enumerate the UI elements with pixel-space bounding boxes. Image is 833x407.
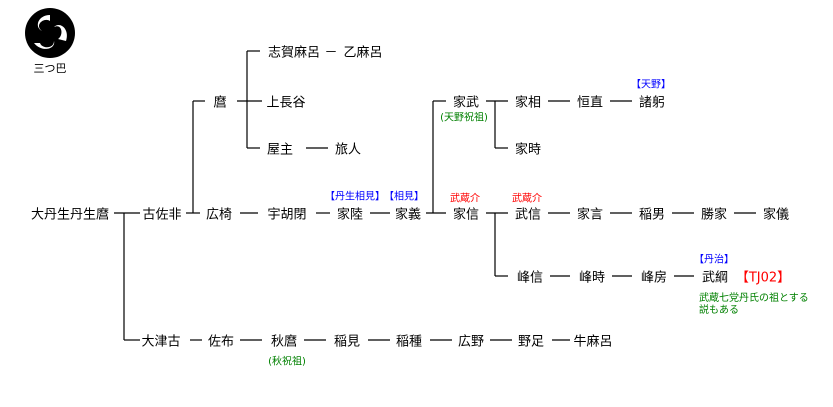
person-iegi2: 家儀 [762, 207, 790, 223]
person-takenobu: 武信 [514, 207, 542, 223]
person-minenobu: 峰信 [516, 270, 544, 286]
annotation-musashinosuke-1: 武蔵介 [450, 193, 480, 205]
person-inetane: 稲種 [395, 334, 423, 350]
person-minefusa: 峰房 [640, 270, 668, 286]
person-ineo: 稲男 [638, 207, 666, 223]
crest-mitsudomoe-icon [25, 8, 75, 58]
annotation-aimi: 【相見】 [384, 191, 424, 203]
person-inami: 稲見 [333, 334, 361, 350]
annotation-aki-hafuri: (秋祝祖) [268, 356, 306, 368]
person-otomaro: 乙麻呂 [343, 45, 383, 61]
annotation-note: 武蔵七党丹氏の祖とする 説もある [699, 293, 809, 317]
person-ieriku: 家陸 [336, 207, 364, 223]
person-ietoki: 家時 [514, 142, 542, 158]
crest-label: 三つ巴 [33, 62, 67, 75]
person-ushimaro: 牛麻呂 [573, 334, 613, 350]
dash: － [324, 45, 338, 61]
person-ukohe: 宇胡閉 [267, 207, 307, 223]
person-yanushi: 屋主 [266, 142, 294, 158]
person-minetoki: 峰時 [578, 270, 606, 286]
annotation-tj02: 【TJ02】 [735, 270, 791, 286]
person-ootsuko: 大津古 [141, 334, 181, 350]
person-katsuie: 勝家 [700, 207, 728, 223]
person-shigamaro: 志賀麻呂 [267, 45, 321, 61]
person-kosahi: 古佐非 [142, 207, 182, 223]
person-iegi: 家義 [394, 207, 422, 223]
person-iesuke: 家相 [514, 95, 542, 111]
annotation-amano: 【天野】 [631, 79, 671, 91]
annotation-musashinosuke-2: 武蔵介 [512, 193, 542, 205]
person-safu: 佐布 [207, 334, 235, 350]
annotation-niu-aimi: 【丹生相見】 [325, 191, 385, 203]
person-iekoto: 家言 [576, 207, 604, 223]
note-line-2: 説もある [699, 305, 739, 316]
person-ienobu: 家信 [452, 207, 480, 223]
person-tsunenao: 恒直 [576, 95, 604, 111]
person-maro: 麿 [213, 95, 227, 111]
person-ooniu: 大丹生丹生麿 [30, 207, 110, 223]
annotation-tanji: 【丹治】 [694, 254, 734, 266]
person-ietake: 家武 [452, 95, 480, 111]
person-notari: 野足 [517, 334, 545, 350]
person-akimaro: 秋麿 [270, 334, 298, 350]
person-taketsuna: 武綱 [701, 270, 729, 286]
person-moromi: 諸躬 [638, 95, 666, 111]
person-hiroki: 広椅 [205, 207, 233, 223]
person-hirono: 広野 [457, 334, 485, 350]
person-kaminagatani: 上長谷 [266, 95, 306, 111]
person-tabito: 旅人 [334, 142, 362, 158]
note-line-1: 武蔵七党丹氏の祖とする [699, 293, 809, 304]
annotation-amano-hafuri: (天野祝祖) [440, 112, 488, 124]
